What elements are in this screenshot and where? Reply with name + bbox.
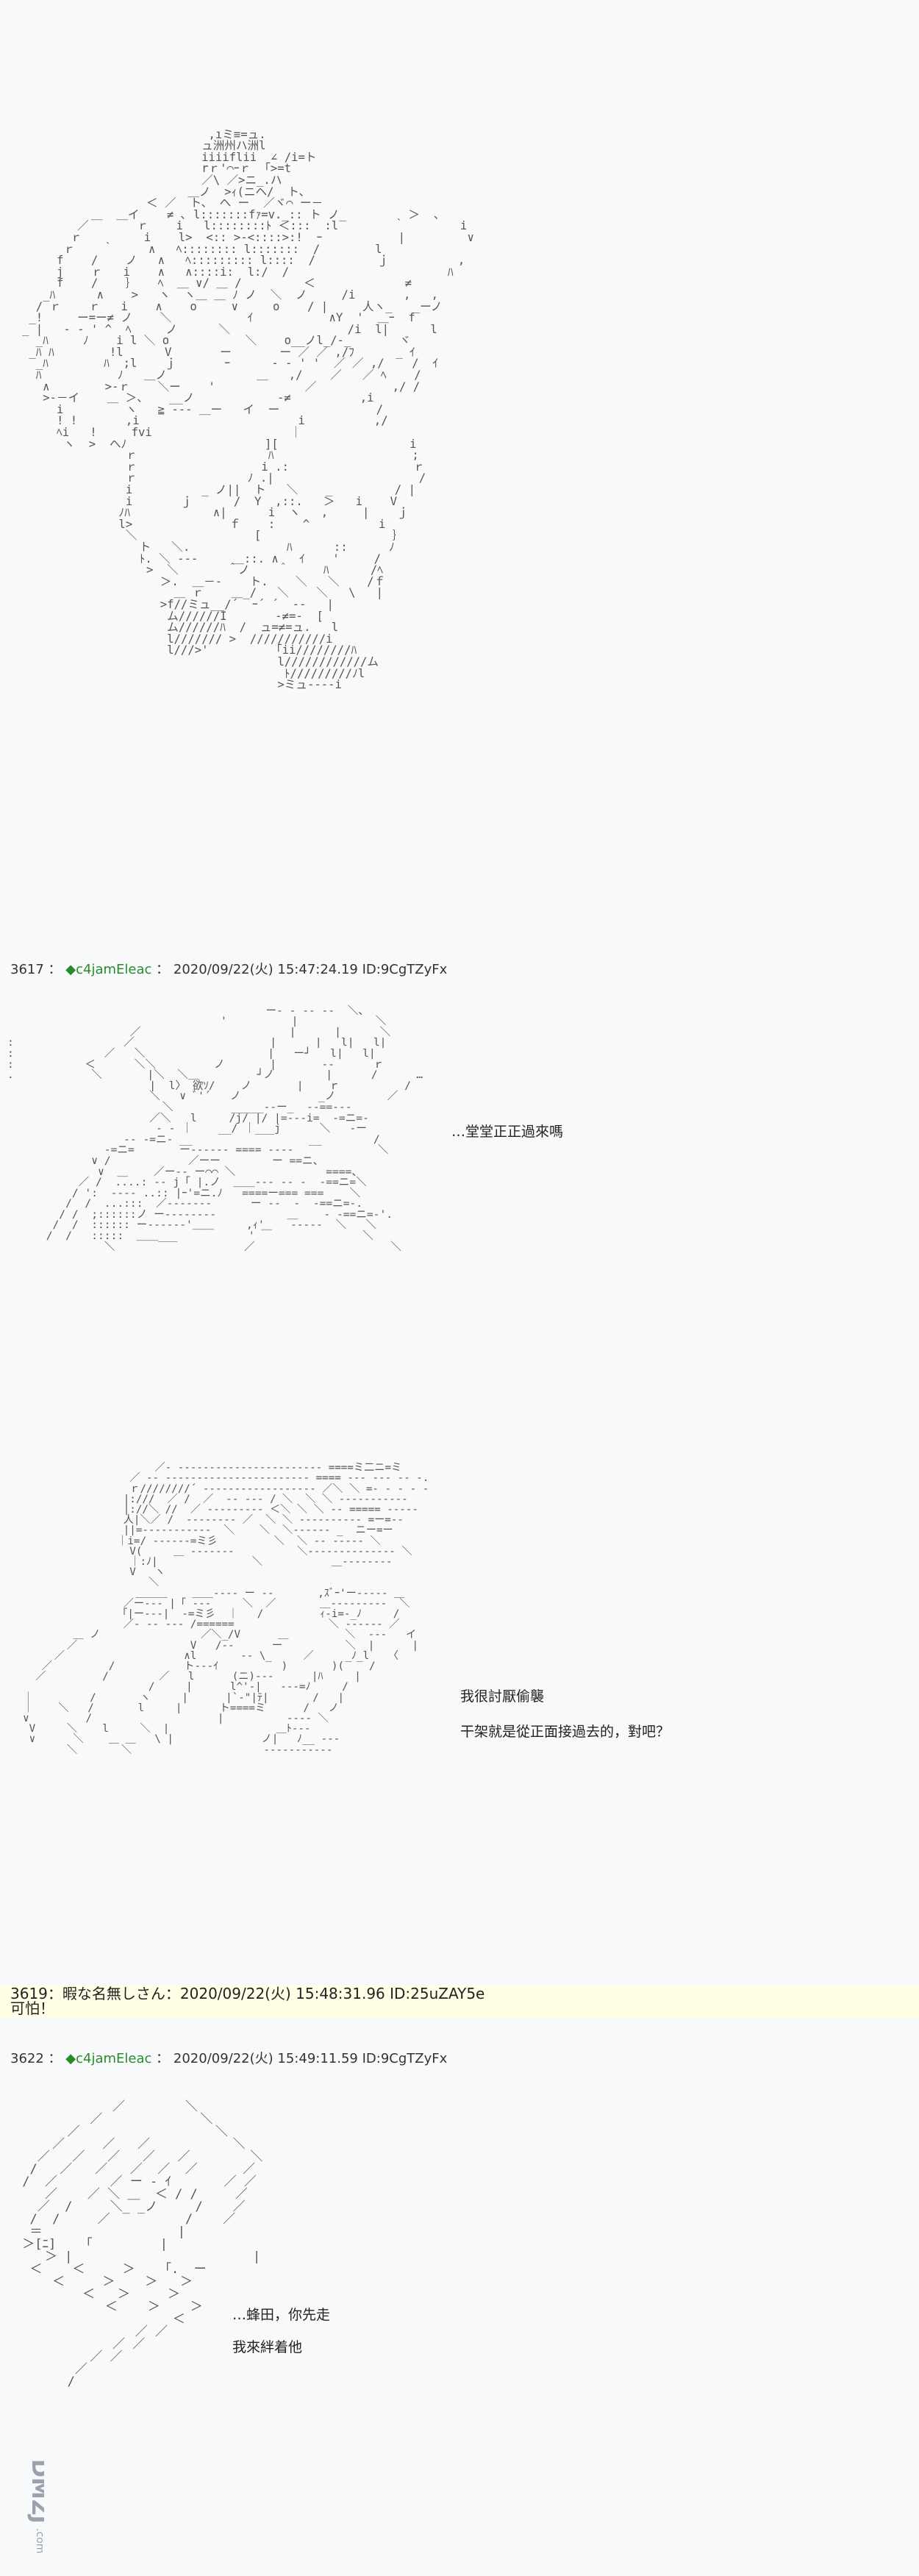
post-body: 可怕！ <box>10 1999 54 2017</box>
post-separator: ： <box>48 2051 62 2066</box>
dialog-line: 我來絆着他 <box>232 2339 303 2355</box>
poster-name[interactable]: ◆c4jamEleac <box>65 962 152 977</box>
ascii-art-shadow-figure: ー- - ‐‐ ‐‐ ＼、 ' | ＼ ／ | | ＼ : ／ | | l| l… <box>7 1004 423 1253</box>
post-date: 2020/09/22(火) 15:49:11.59 <box>173 2051 358 2066</box>
post-date: 2020/09/22(火) 15:47:24.19 <box>173 962 358 977</box>
post-header: 3617 ： ◆c4jamEleac ： 2020/09/22(火) 15:47… <box>10 961 447 979</box>
dialog-line: 我很討厭偷襲 <box>460 1688 545 1705</box>
dialog-line: 干架就是從正面接過去的，對吧？ <box>460 1724 671 1740</box>
post-separator: ： <box>156 962 170 977</box>
ascii-art-face-closeup: ／‐ ‐‐‐‐‐‐‐‐‐‐‐‐‐‐‐‐‐‐‐‐‐‐‐ ====ミ二ニ=ミ ／ -… <box>23 1462 429 1756</box>
post-separator: ： <box>48 962 62 977</box>
post-number: 3622 <box>10 2051 44 2066</box>
svg-text:.com: .com <box>34 2528 44 2553</box>
site-watermark-logo: DMZJ .com <box>26 2459 44 2553</box>
post-id[interactable]: ID:9CgTZyFx <box>362 2051 448 2066</box>
post-separator: ： <box>156 2051 170 2066</box>
post-id[interactable]: ID:9CgTZyFx <box>362 962 448 977</box>
svg-text:DMZJ: DMZJ <box>26 2459 44 2524</box>
dialog-line: …蜂田，你先走 <box>232 2307 331 2323</box>
reply-post: 3619：暇な名無しさん：2020/09/22(火) 15:48:31.96 I… <box>0 1985 919 2018</box>
post-number: 3617 <box>10 962 44 977</box>
poster-name[interactable]: ◆c4jamEleac <box>65 2051 152 2066</box>
post-header: 3619：暇な名無しさん：2020/09/22(火) 15:48:31.96 I… <box>10 1985 485 2002</box>
ascii-art-standing-figure: ,ıミ≡=ュ. ュ洲州ハ洲l iiiiflii ∠ /i=ト rｒ'⌒ｰｒ ｢>… <box>22 127 474 692</box>
post-header: 3622 ： ◆c4jamEleac ： 2020/09/22(火) 15:49… <box>10 2050 447 2068</box>
dialog-line: …堂堂正正過來嗎 <box>451 1124 564 1140</box>
ascii-art-motion-lines: ／ ＼ ／ ＼ ／ ＼ ／ ／ ／ ＼ ／ ／ ／ ／ ／ ＼ / ／ ／ ／ … <box>22 2099 263 2389</box>
